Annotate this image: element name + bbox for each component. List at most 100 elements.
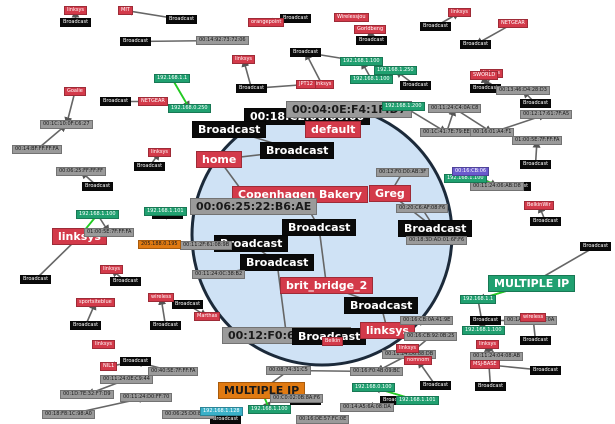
node-name-r26[interactable]: NETGEAR (498, 19, 528, 28)
node-mac-m9[interactable]: 00:12:17:61:7F:A5 (520, 110, 573, 119)
node-name-r18[interactable]: linksys (92, 340, 116, 349)
node-mac-m15[interactable]: 00:11:24:0C:38:B2 (192, 270, 246, 279)
node-mac-m5[interactable]: 00:13:46:D4:28:D3 (496, 86, 550, 95)
node-broadcast-s27[interactable]: Broadcast (530, 366, 562, 375)
node-name-r5[interactable]: Gorldbeng (354, 25, 387, 34)
node-name-r28[interactable]: nomnom (404, 356, 433, 365)
node-mac-m20[interactable]: 00:08:74:31:C5 (266, 366, 311, 375)
node-name-r23[interactable]: linksys (396, 344, 420, 353)
node-name-r3[interactable]: orangepoint (248, 18, 285, 27)
node-ip-i14[interactable]: 192.168.0.100 (352, 383, 395, 392)
node-mac-m33[interactable]: 01:00:5E:7F:FF:FA (84, 228, 135, 237)
node-broadcast-s3[interactable]: Broadcast (166, 15, 198, 24)
node-broadcast-s25[interactable]: Broadcast (470, 316, 502, 325)
node-mac-m21[interactable]: 00:C0:02:0B:8A:F6 (270, 394, 324, 403)
node-ip-i7[interactable]: 192.168.1.101 (144, 207, 187, 216)
node-ip-i12[interactable]: 192.168.1.101 (396, 396, 439, 405)
node-broadcast-n16[interactable]: Broadcast (344, 297, 419, 314)
node-mac-n9[interactable]: 00:06:25:22:B6:AE (190, 198, 318, 215)
node-broadcast-s2[interactable]: Broadcast (120, 37, 152, 46)
node-mac-m2[interactable]: 00:1C:10:0F:C6:27 (40, 120, 93, 129)
node-mac-m13[interactable]: 00:20:C6:AF:08:F6 (396, 204, 449, 213)
node-name-r12[interactable]: SWORLD (470, 71, 499, 80)
node-mac-m4[interactable]: 00:06:25:FF:FF:FF (56, 167, 106, 176)
node-mac-m10[interactable]: 01:00:5E:7F:FF:FA (512, 136, 563, 145)
node-multi-o1[interactable]: 205.188.0.195 (138, 240, 181, 249)
node-name-r1[interactable]: linksys (64, 6, 88, 15)
node-broadcast-s22[interactable]: Broadcast (150, 321, 182, 330)
node-broadcast-s20[interactable]: Broadcast (110, 277, 142, 286)
node-mac-m23[interactable]: 00:16:DE:57:FC:0E (296, 415, 350, 424)
node-broadcast-s23[interactable]: Broadcast (172, 300, 204, 309)
node-broadcast-s28[interactable]: Broadcast (475, 382, 507, 391)
node-broadcast-s5[interactable]: Broadcast (356, 36, 388, 45)
node-mac-n2[interactable]: 00:04:0E:F4:1F:D7 (286, 101, 413, 118)
node-broadcast-n3[interactable]: Broadcast (192, 121, 267, 138)
node-name-r25[interactable]: linksys (448, 8, 472, 17)
node-broadcast-s21[interactable]: Broadcast (70, 321, 102, 330)
node-name-r22[interactable]: BelkinWir (524, 201, 554, 210)
node-ip-i5[interactable]: 192.168.1.250 (374, 66, 417, 75)
node-ip-i10[interactable]: 192.168.1.1 (460, 295, 497, 304)
node-name-n6[interactable]: home (196, 151, 243, 168)
node-broadcast-s10[interactable]: Broadcast (100, 97, 132, 106)
node-ip-i4[interactable]: 192.168.1.100 (350, 75, 393, 84)
node-broadcast-s26[interactable]: Broadcast (520, 336, 552, 345)
node-broadcast-n12[interactable]: Broadcast (214, 235, 289, 252)
node-broadcast-s11[interactable]: Broadcast (400, 81, 432, 90)
node-broadcast-n11[interactable]: Broadcast (398, 220, 473, 237)
node-broadcast-s24[interactable]: Broadcast (120, 357, 152, 366)
node-mac-m22[interactable]: 00:14:A5:6A:08:DA (340, 403, 394, 412)
node-name-r16[interactable]: wireless (520, 313, 547, 322)
node-mac-m1[interactable]: 00:14:92:73:72:06 (196, 36, 249, 45)
node-mac-m11[interactable]: 00:12:F0:D0:AB:3F (376, 168, 430, 177)
node-mac-m7[interactable]: 00:11:24:C4:0A:C8 (428, 104, 482, 113)
node-name-r9[interactable]: JPT12 (296, 80, 316, 89)
node-broadcast-s14[interactable]: Broadcast (134, 162, 166, 171)
node-broadcast-s33[interactable]: Broadcast (20, 275, 52, 284)
node-broadcast-s19[interactable]: Broadcast (530, 217, 562, 226)
node-name-r17[interactable]: Marthas (194, 312, 221, 321)
node-mac-m30[interactable]: 00:18:F8:1C:98:A0 (42, 410, 95, 419)
node-name-n8[interactable]: Greg (369, 185, 411, 202)
node-mac-m14[interactable]: 00:18:3D:AD:01:6F:F6 (406, 236, 468, 245)
node-mac-m17[interactable]: 00:16:CB:92:0B:25 (404, 332, 458, 341)
node-broadcast-s29[interactable]: Broadcast (420, 381, 452, 390)
node-mac-m19[interactable]: 00:16:F0:4B:09:BC (350, 367, 404, 376)
node-ip-i8[interactable]: 192.168.1.100 (76, 210, 119, 219)
node-broadcast-s17[interactable]: Broadcast (520, 160, 552, 169)
node-name-r4[interactable]: Wirelessjou (334, 13, 369, 22)
node-name-r7[interactable]: NETGEAR (138, 97, 168, 106)
node-name-r13[interactable]: linksys (100, 265, 124, 274)
node-broadcast-s4[interactable]: Broadcast (280, 14, 312, 23)
node-ip-i1[interactable]: 192.168.1.1 (154, 74, 191, 83)
node-name-r2[interactable]: MIT (118, 6, 133, 15)
node-name-r27[interactable]: Goalie (64, 87, 86, 96)
node-mac-m31[interactable]: 00:11:24:D0:FF:70 (120, 393, 173, 402)
node-name-r15[interactable]: wireless (148, 293, 175, 302)
node-mac-m28[interactable]: 00:40:5E:7F:FF:FA (148, 367, 199, 376)
node-broadcast-s13[interactable]: Broadcast (520, 99, 552, 108)
node-broadcast-n5[interactable]: Broadcast (260, 142, 335, 159)
node-purple-p1[interactable]: 00:16:CB:06 (452, 167, 490, 176)
node-broadcast-s8[interactable]: Broadcast (290, 48, 322, 57)
node-broadcast-n13[interactable]: Broadcast (240, 254, 315, 271)
node-broadcast-s15[interactable]: Broadcast (82, 182, 114, 191)
node-ip-i11[interactable]: 192.168.1.100 (462, 326, 505, 335)
node-mac-m3[interactable]: 00:14:BF:FF:FF:FA (12, 145, 62, 154)
node-mac-m6[interactable]: 00:1C:41:7E:79:EE (420, 128, 473, 137)
node-ip-i2[interactable]: 192.168.0.250 (168, 104, 211, 113)
node-broadcast-s6[interactable]: Broadcast (420, 22, 452, 31)
node-name-r10[interactable]: linksys (148, 148, 172, 157)
node-ip-i13[interactable]: 192.168.1.100 (248, 405, 291, 414)
node-name-r6[interactable]: linksys (232, 55, 256, 64)
node-ip-i3[interactable]: 192.168.1.100 (340, 57, 383, 66)
node-mac-m25[interactable]: 00:11:24:0E:C9:44 (100, 375, 153, 384)
node-mac-m29[interactable]: 00:11:2F:61:08:9B (180, 241, 233, 250)
node-mac-m32[interactable]: 00:1D:7E:32:F7:D9 (60, 390, 114, 399)
node-name-r21[interactable]: Belkin (322, 337, 344, 346)
node-ip-i6[interactable]: 192.168.1.200 (382, 102, 425, 111)
node-name-r24[interactable]: MSJ-BASE (470, 360, 500, 369)
node-mac-m12[interactable]: 00:11:24:06:AB:D8 (470, 182, 524, 191)
node-name-n4[interactable]: default (305, 121, 362, 138)
